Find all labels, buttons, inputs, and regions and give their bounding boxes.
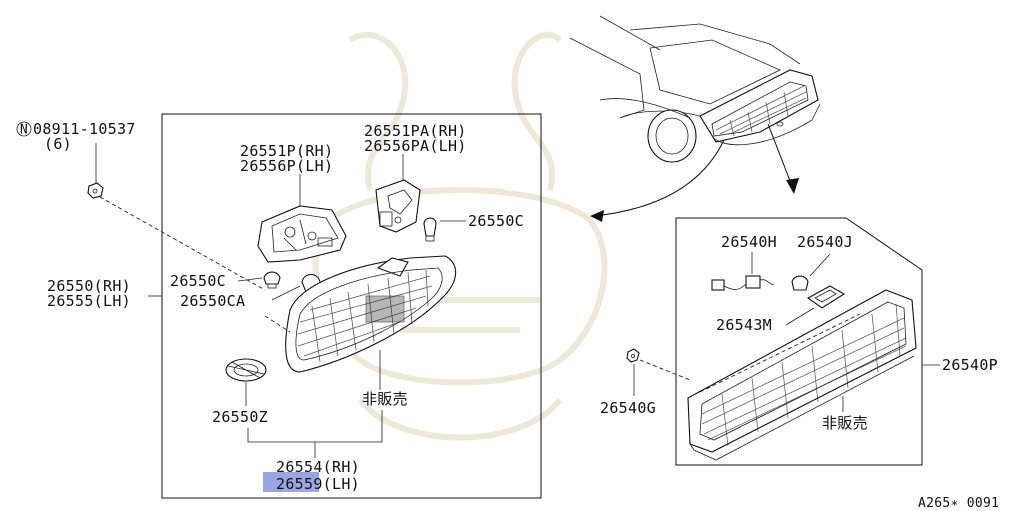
lens-rh-label[interactable]: 26554(RH) (276, 458, 360, 476)
assembly-label: 26540P (942, 356, 998, 374)
lamp-lens-icon (285, 255, 457, 373)
socket-lh-label: 26556PA(LH) (364, 137, 467, 155)
left-not-sold-label: 非販売 (362, 390, 408, 408)
rear-finisher-icon (687, 289, 917, 461)
part-highlight (263, 472, 319, 492)
rear-bulb-icon (791, 275, 809, 291)
socket-rh-label: 26551PA(RH) (364, 122, 467, 140)
arrow-down-head (786, 178, 799, 194)
right-detail-box (675, 217, 923, 466)
bulb-right-label: 26550C (468, 212, 524, 230)
left-detail-box (161, 113, 542, 499)
housing-lh-label: 26556P(LH) (240, 157, 333, 175)
lamp-lh-label: 26555(LH) (47, 292, 131, 310)
lens-lh-label[interactable]: 26559(LH) (276, 475, 360, 493)
right-not-sold-label: 非販売 (822, 414, 868, 432)
diagram-code: A265∗ 0091 (918, 496, 999, 511)
nut-quantity: (6) (44, 135, 72, 153)
rear-nut-label: 26540G (600, 399, 656, 417)
socket-icon (375, 179, 421, 233)
arrow-left-head (590, 210, 604, 222)
nut-icon (87, 182, 104, 199)
harness-icon (711, 275, 775, 291)
rear-bulb-label: 26540J (797, 233, 853, 251)
bulb-right-icon (423, 217, 437, 242)
gasket-icon (806, 285, 846, 309)
watermark (312, 31, 608, 441)
harness-label: 26540H (721, 233, 777, 251)
grommet-icon (225, 358, 267, 382)
housing-rh-label: 26551P(RH) (240, 142, 333, 160)
rear-nut-icon (626, 348, 640, 363)
bulb-left-label: 26550C (170, 272, 226, 290)
bulb-ca-label: 26550CA (180, 292, 245, 310)
nut-part-number: 08911-10537 (33, 120, 136, 138)
nut-symbol-circle (16, 121, 32, 137)
car-rear-sketch (569, 15, 821, 163)
grommet-label: 26550Z (212, 408, 268, 426)
bulb-left-icon (263, 271, 281, 289)
gasket-label: 26543M (716, 316, 772, 334)
lamp-rh-label: 26550(RH) (47, 277, 131, 295)
lamp-housing-icon (257, 205, 347, 263)
nut-symbol-letter: N (20, 123, 28, 138)
